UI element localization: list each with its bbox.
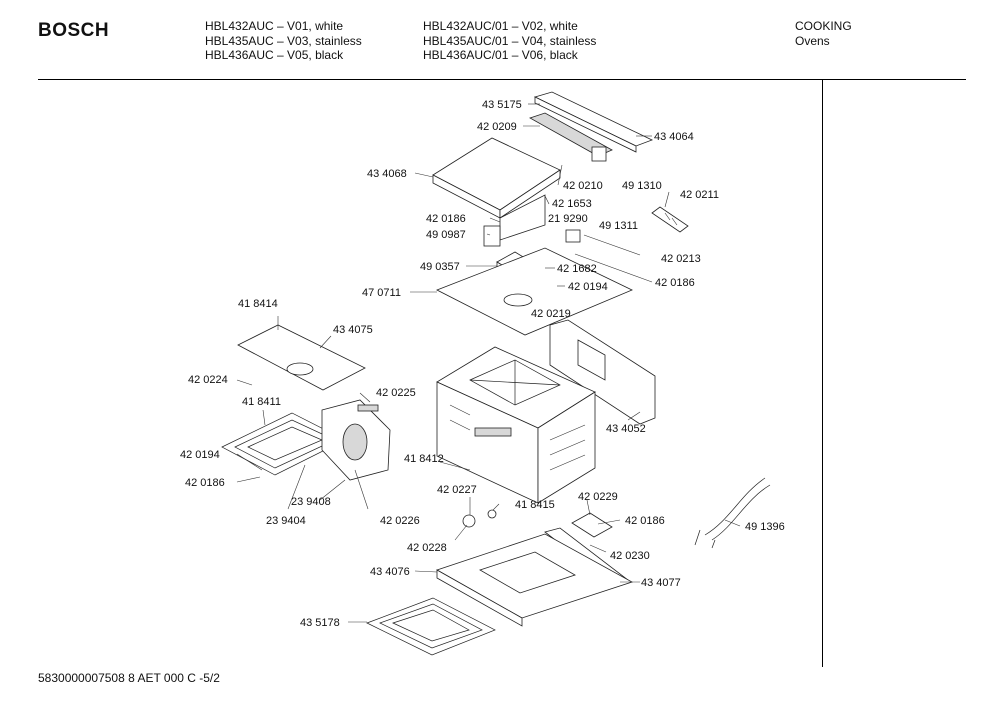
part-label: 42 1682 [557, 263, 597, 275]
part-label: 42 0228 [407, 542, 447, 554]
part-label: 42 0210 [563, 180, 603, 192]
part-label: 49 0987 [426, 229, 466, 241]
bottom-panel-part [436, 533, 633, 627]
part-label: 42 0225 [376, 387, 416, 399]
model-line: HBL436AUC/01 – V06, black [423, 48, 578, 63]
part-label: 42 0186 [185, 477, 225, 489]
part-label: 42 0211 [680, 189, 719, 201]
part-label: 42 1653 [552, 198, 592, 210]
part-label: 42 0224 [188, 374, 228, 386]
part-label: 43 4068 [367, 168, 407, 180]
part-label: 41 8411 [242, 396, 281, 408]
brand-logo: BOSCH [38, 20, 110, 41]
part-label: 43 5175 [482, 99, 522, 111]
trim-strip-part [533, 91, 654, 153]
relay-bracket-part [651, 206, 689, 233]
oven-cavity-part [436, 346, 596, 504]
convection-element-part [221, 399, 391, 481]
part-label: 41 8414 [238, 298, 278, 310]
leader-lines [236, 103, 741, 623]
part-label: 42 0226 [380, 515, 420, 527]
part-label: 42 0186 [655, 277, 695, 289]
part-label: 42 0213 [661, 253, 701, 265]
part-label: 43 4076 [370, 566, 410, 578]
part-label: 23 9408 [291, 496, 331, 508]
part-label: 42 0230 [610, 550, 650, 562]
part-label: 42 0186 [625, 515, 665, 527]
part-label: 42 0209 [477, 121, 517, 133]
part-label: 41 8415 [515, 499, 555, 511]
model-list-revision: HBL432AUC/01 – V02, white HBL435AUC/01 –… [423, 19, 596, 63]
fan-cover-part [237, 324, 366, 391]
part-label: 49 1311 [599, 220, 638, 232]
model-line: HBL435AUC/01 – V04, stainless [423, 33, 597, 48]
part-label: 42 0186 [426, 213, 466, 225]
model-line: HBL436AUC – V05, black [205, 48, 344, 63]
bake-element-part [366, 597, 496, 656]
category-label: COOKING [795, 19, 852, 33]
switch-part [565, 229, 581, 243]
part-label: 42 0194 [180, 449, 220, 461]
mounting-plate-part [436, 247, 633, 336]
part-label: 41 8412 [404, 453, 444, 465]
model-list-primary: HBL432AUC – V01, white HBL435AUC – V03, … [205, 19, 362, 63]
part-label: 43 4075 [333, 324, 373, 336]
model-line: HBL435AUC – V03, stainless [205, 33, 362, 48]
document-id: 5830000007508 8 AET 000 C -5/2 [38, 671, 220, 685]
part-label: 49 1310 [622, 180, 662, 192]
part-label: 43 4064 [654, 131, 694, 143]
part-label: 23 9404 [266, 515, 306, 527]
part-label: 43 4052 [606, 423, 646, 435]
part-label: 21 9290 [548, 213, 588, 225]
part-label: 47 0711 [362, 287, 401, 299]
rear-panel-part [549, 319, 656, 425]
top-cover-part [432, 137, 561, 241]
header-divider [38, 79, 966, 80]
part-number-labels: 43 5175 42 0209 43 4064 43 4068 42 0210 … [180, 99, 785, 629]
part-label: 42 0227 [437, 484, 477, 496]
model-line: HBL432AUC/01 – V02, white [423, 19, 578, 33]
part-label: 42 0194 [568, 281, 608, 293]
hinge-bracket-part [571, 512, 613, 538]
model-line: HBL432AUC – V01, white [205, 19, 344, 33]
category-block: COOKING Ovens [795, 19, 852, 48]
part-label: 43 5178 [300, 617, 340, 629]
part-label: 43 4077 [641, 577, 681, 589]
part-label: 42 0229 [578, 491, 618, 503]
part-label: 49 1396 [745, 521, 785, 533]
control-bar-part [529, 112, 613, 162]
part-label: 42 0219 [531, 308, 571, 320]
door-switch-part [462, 509, 497, 528]
part-label: 49 0357 [420, 261, 460, 273]
wire-harness-part [694, 477, 771, 549]
subcategory-label: Ovens [795, 33, 830, 48]
sidebar-divider [822, 79, 823, 667]
